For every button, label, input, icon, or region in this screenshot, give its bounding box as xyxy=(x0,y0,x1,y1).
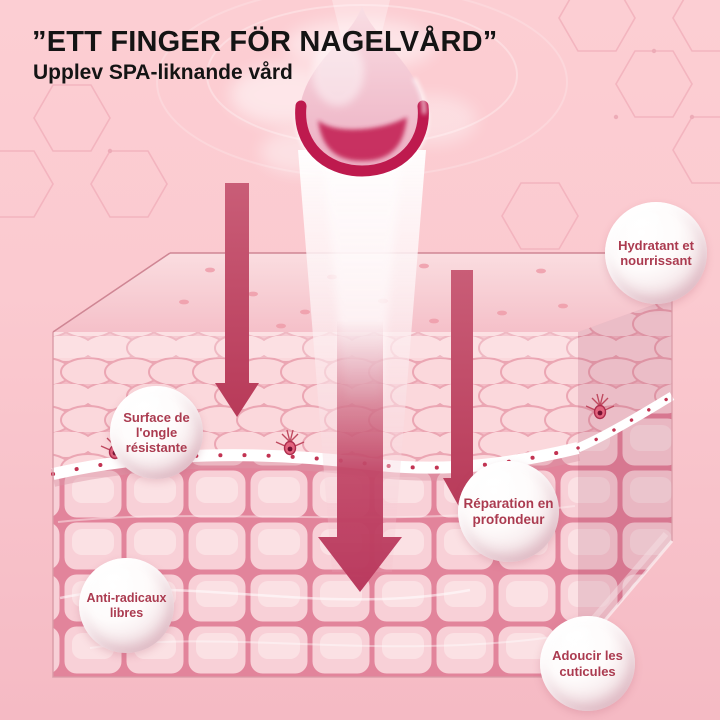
benefit-bubble-deep-repair: Réparation en profondeur xyxy=(458,461,559,562)
benefit-bubble-label: Anti-radicaux libres xyxy=(86,590,167,620)
benefit-bubble-anti-radicals: Anti-radicaux libres xyxy=(79,558,174,653)
arrow-right-icon xyxy=(443,270,481,512)
arrow-center-icon xyxy=(318,320,402,592)
headline: ”ETT FINGER FÖR NAGELVÅRD” xyxy=(32,26,498,58)
benefit-bubble-nail-surface: Surface de l'ongle résistante xyxy=(110,386,203,479)
benefit-bubble-hydrating: Hydratant et nourrissant xyxy=(605,202,707,304)
serum-drop-icon xyxy=(295,6,429,179)
benefit-bubble-label: Hydratant et nourrissant xyxy=(618,237,694,268)
arrow-left-icon xyxy=(215,183,259,417)
subheadline: Upplev SPA-liknande vård xyxy=(33,61,293,84)
benefit-bubble-label: Réparation en profondeur xyxy=(463,495,554,527)
benefit-bubble-cuticles: Adoucir les cuticules xyxy=(540,616,635,711)
benefit-bubble-label: Adoucir les cuticules xyxy=(552,648,623,679)
benefit-bubble-label: Surface de l'ongle résistante xyxy=(123,409,190,456)
absorption-down-arrow-icon xyxy=(215,183,481,592)
hexagon-molecule-pattern xyxy=(0,0,720,250)
